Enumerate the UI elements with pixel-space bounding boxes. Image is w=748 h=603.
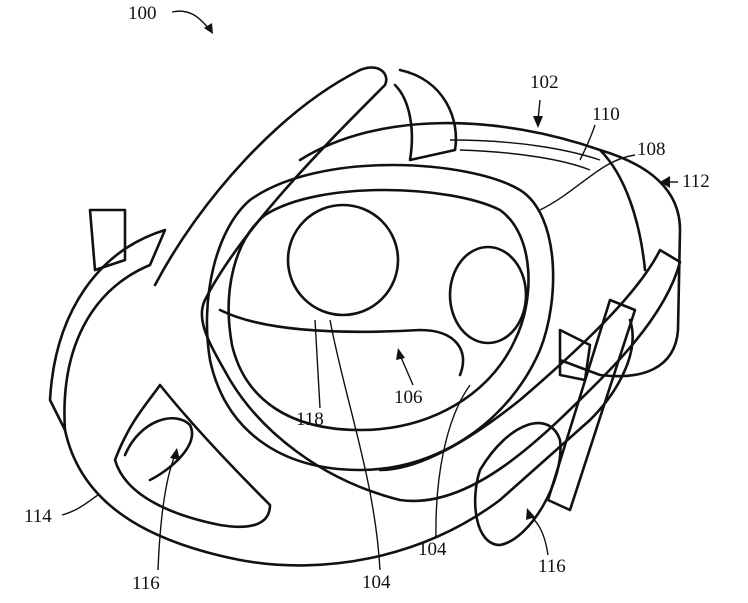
label-100: 100	[128, 3, 157, 24]
label-110: 110	[592, 104, 620, 125]
label-116-right: 116	[538, 556, 566, 577]
label-102: 102	[530, 72, 559, 93]
label-118: 118	[296, 409, 324, 430]
label-106: 106	[394, 387, 423, 408]
lens-right	[448, 245, 528, 345]
label-108: 108	[637, 139, 666, 160]
lens-left	[286, 203, 400, 317]
label-104-left: 104	[362, 572, 391, 593]
head-strap	[48, 66, 682, 567]
label-116-left: 116	[132, 573, 160, 594]
housing	[205, 121, 682, 472]
leader-lines	[61, 10, 678, 571]
light-seal	[218, 308, 465, 377]
label-114: 114	[24, 506, 52, 527]
label-112: 112	[682, 171, 710, 192]
strap-pad-right	[473, 422, 562, 547]
strap-pad-left	[123, 416, 194, 482]
label-104-right: 104	[418, 539, 447, 560]
